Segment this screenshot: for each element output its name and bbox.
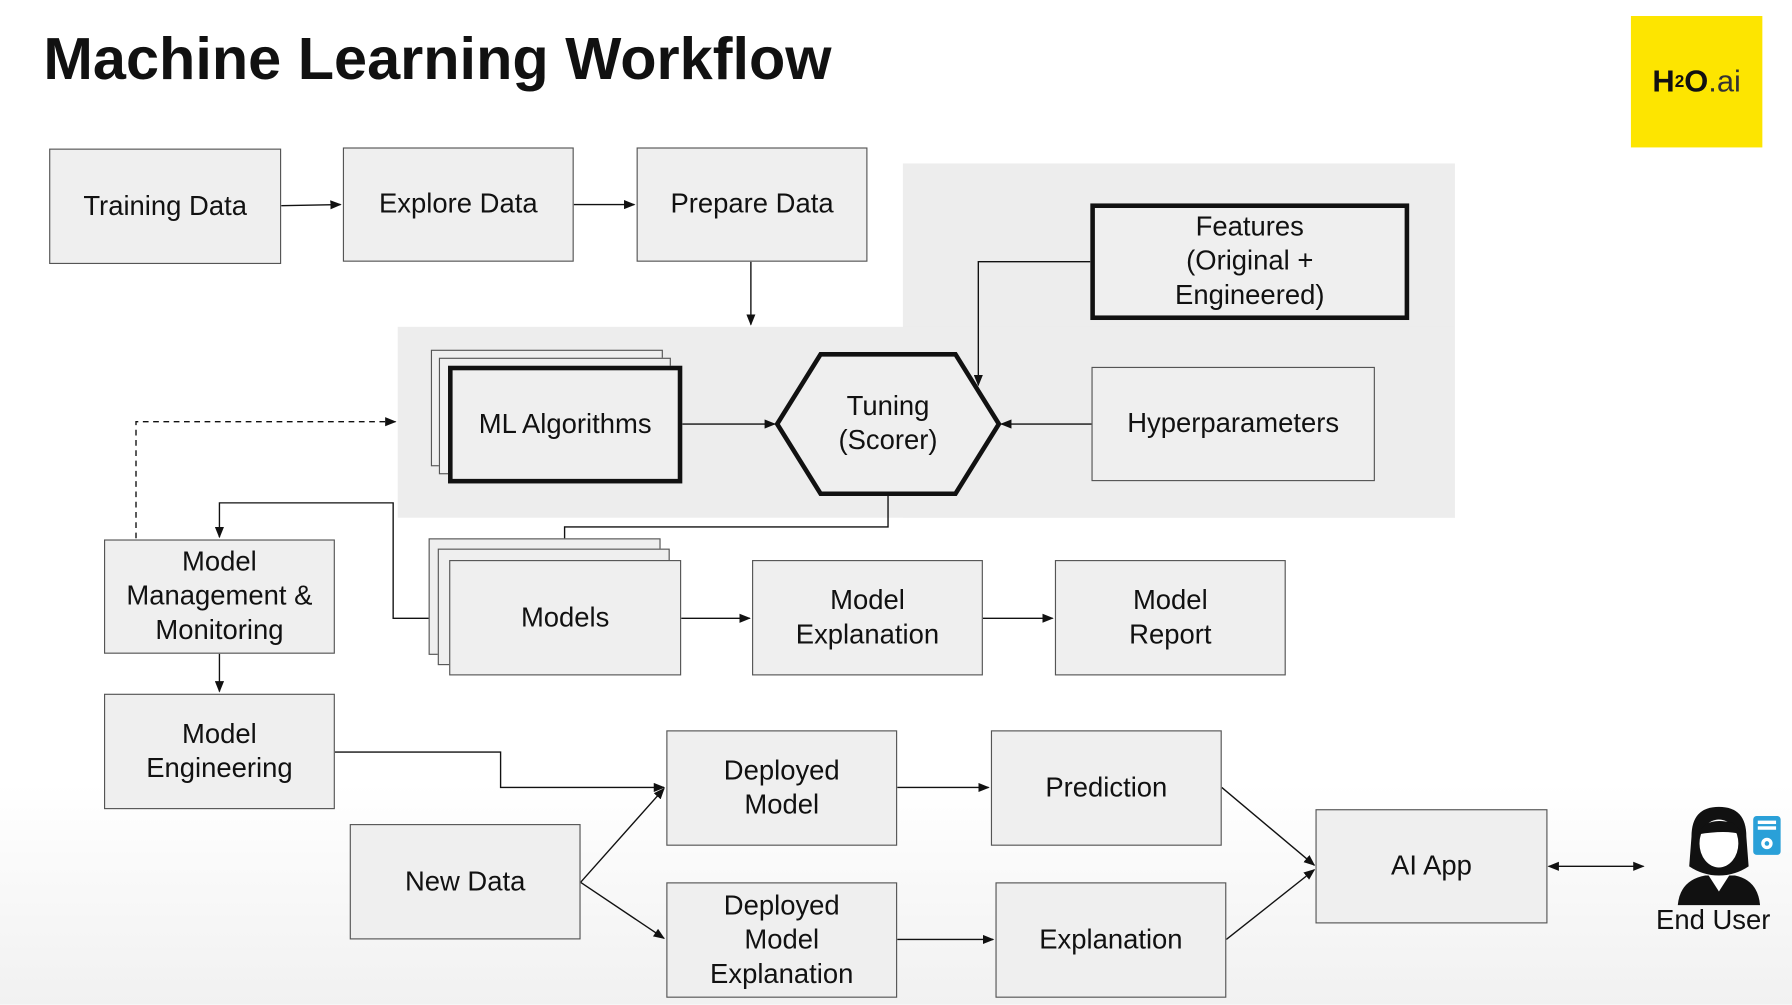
arrow-engineering-deployed — [334, 751, 666, 793]
node-training-data[interactable]: Training Data — [49, 148, 282, 265]
node-features[interactable]: Features (Original + Engineered) — [1090, 203, 1410, 321]
node-label: AI App — [1391, 850, 1472, 882]
node-ai-app[interactable]: AI App — [1315, 809, 1548, 924]
arrow-management-region — [135, 417, 397, 539]
node-label: Models — [520, 601, 610, 633]
node-label: Training Data — [83, 190, 247, 222]
node-label: Model Explanation — [795, 584, 940, 650]
node-label: New Data — [404, 865, 526, 897]
logo-text-o: O — [1684, 64, 1709, 99]
node-label: Hyperparameters — [1127, 408, 1340, 439]
node-deployed-model-explanation[interactable]: Deployed Model Explanation — [666, 882, 898, 998]
node-label: Model Management & Monitoring — [126, 546, 313, 646]
node-label: Features (Original + Engineered) — [1175, 211, 1325, 311]
node-hyperparameters[interactable]: Hyperparameters — [1091, 366, 1375, 482]
person-icon — [1677, 806, 1761, 906]
page-title: Machine Learning Workflow — [43, 26, 832, 93]
node-model-engineering[interactable]: Model Engineering — [104, 693, 335, 810]
node-label: ML Algorithms — [478, 408, 652, 440]
arrow-explanation-aiapp — [1225, 869, 1316, 941]
node-new-data[interactable]: New Data — [349, 824, 581, 940]
node-label: Explore Data — [379, 188, 538, 220]
arrow-features-tuning — [973, 261, 1091, 387]
node-model-explanation[interactable]: Model Explanation — [752, 560, 983, 676]
logo-text-ai: .ai — [1708, 64, 1741, 99]
node-explanation[interactable]: Explanation — [995, 882, 1227, 998]
logo-text-sub: 2 — [1674, 72, 1685, 92]
node-prepare-data[interactable]: Prepare Data — [636, 147, 868, 262]
node-models[interactable]: Models — [449, 560, 682, 676]
node-label: Model Report — [1129, 584, 1212, 650]
arrow-newdata-deployed-explanation — [580, 881, 665, 939]
tuning-hexagon — [774, 352, 1002, 497]
node-label: Deployed Model — [723, 754, 840, 821]
node-tuning[interactable]: Tuning (Scorer) — [838, 390, 938, 457]
node-label: Model Engineering — [146, 718, 293, 784]
arrow-prediction-aiapp — [1221, 786, 1316, 866]
node-model-report[interactable]: Model Report — [1054, 560, 1286, 676]
arrow-models-management — [214, 502, 450, 619]
node-deployed-model[interactable]: Deployed Model — [666, 730, 898, 846]
device-settings-icon — [1753, 816, 1781, 855]
logo-text-h: H — [1652, 64, 1675, 99]
node-model-management[interactable]: Model Management & Monitoring — [104, 539, 335, 654]
end-user-label: End User — [1656, 905, 1771, 937]
node-label: Prepare Data — [670, 188, 834, 220]
arrow-training-explore — [281, 200, 342, 210]
node-prediction[interactable]: Prediction — [990, 730, 1222, 846]
node-label: Explanation — [1039, 924, 1183, 955]
node-ml-algorithms[interactable]: ML Algorithms — [448, 365, 683, 484]
node-label: Deployed Model Explanation — [710, 889, 854, 990]
node-explore-data[interactable]: Explore Data — [342, 147, 574, 262]
node-label: Prediction — [1045, 772, 1168, 803]
arrow-newdata-deployed — [580, 787, 665, 883]
